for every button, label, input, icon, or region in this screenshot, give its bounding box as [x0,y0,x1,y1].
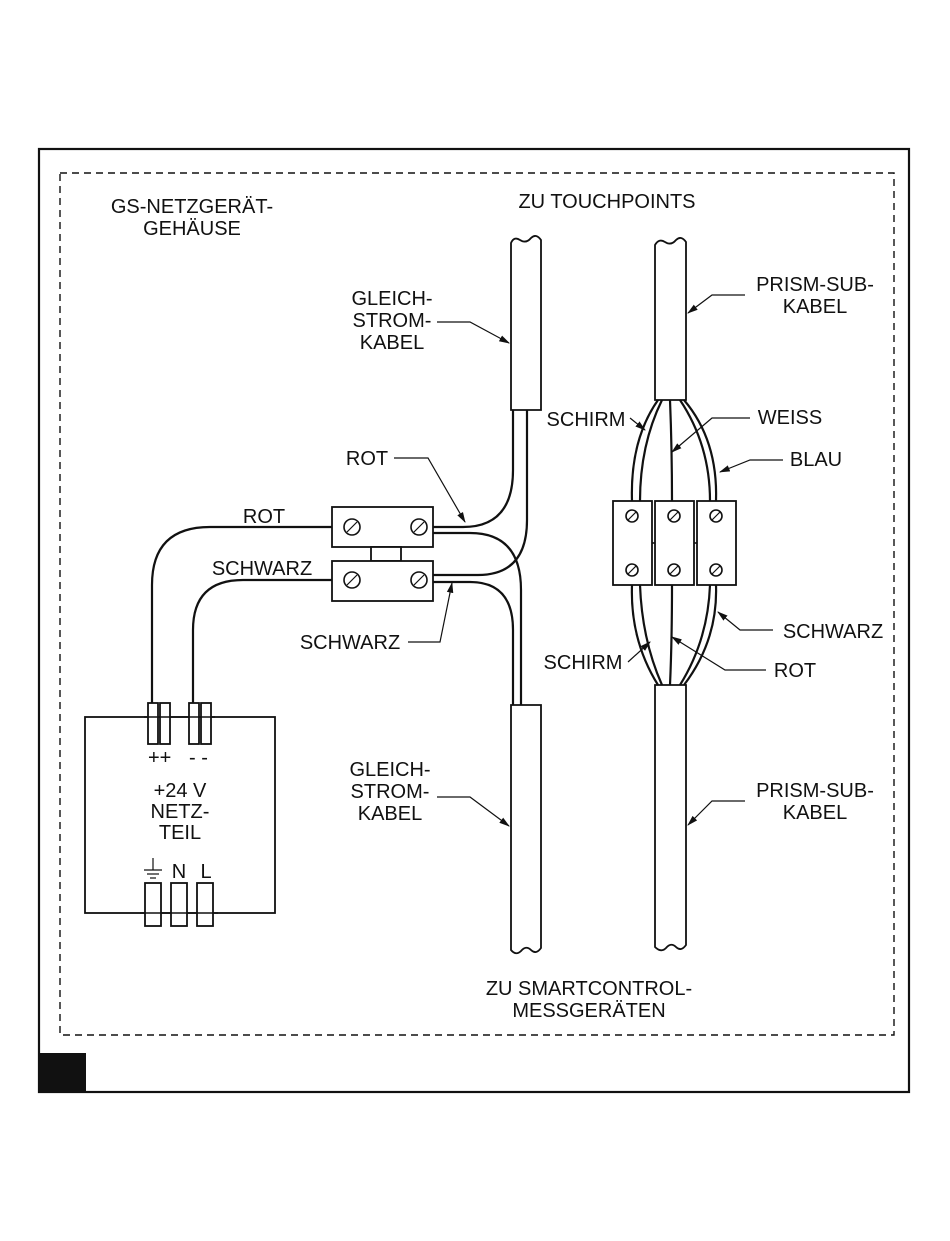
to-smartcontrol-label-2: MESSGERÄTEN [512,1000,665,1022]
prism-cable-bottom [655,685,686,950]
arrow-icon [672,418,750,452]
to-touchpoints-label: ZU TOUCHPOINTS [518,191,695,213]
psu-plus-label: ++ [148,747,171,769]
dc-cable-top-label-2: STROM- [353,310,432,332]
psu-minus-label: - - [189,747,208,769]
psu-name-2: TEIL [159,822,201,844]
arrow-icon [437,797,509,826]
weiss-label: WEISS [758,407,822,429]
rot-wire-label: ROT [243,506,285,528]
wire-red-to-bottom-cable [433,533,521,705]
power-supply: ++ - - +24 V NETZ- TEIL N L [85,703,275,926]
schwarz-callout-label: SCHWARZ [300,632,400,654]
wire-red-to-top-cable [433,410,513,527]
psu-terminal-n [171,883,187,926]
to-smartcontrol-label-1: ZU SMARTCONTROL- [486,978,692,1000]
psu-voltage: +24 V [154,780,207,802]
wire-red-psu [152,527,332,703]
schirm-bottom-label: SCHIRM [544,652,623,674]
psu-terminal-minus-1 [189,703,199,744]
prism-bottom-label-2: KABEL [783,802,847,824]
arrow-icon [688,801,745,825]
psu-terminal-minus-2 [201,703,211,744]
splice-block-right [697,501,736,585]
prism-bottom-label-1: PRISM-SUB- [756,780,874,802]
arrow-icon [718,612,773,630]
housing-label-1: GS-NETZGERÄT- [111,196,273,218]
arrow-icon [630,418,645,430]
blau-label: BLAU [790,449,842,471]
connector-block-red [332,507,433,547]
prism-top-label-2: KABEL [783,296,847,318]
dc-cable-bottom-label-2: STROM- [351,781,430,803]
terminal-l-label: L [200,861,211,883]
dc-cable-top-label-3: KABEL [360,332,424,354]
arrow-icon [437,322,509,343]
arrow-icon [720,460,783,472]
connector-block-black [332,561,433,601]
schirm-top-label: SCHIRM [547,409,626,431]
psu-terminal-ground [145,883,161,926]
housing-label-2: GEHÄUSE [143,218,241,240]
psu-terminal-plus-2 [160,703,170,744]
dc-cable-top [511,236,541,410]
arrow-icon [672,637,766,670]
dc-cable-top-label-1: GLEICH- [351,288,432,310]
schwarz-wire-label: SCHWARZ [212,558,312,580]
arrow-icon [688,295,745,313]
dc-cable-bottom-label-3: KABEL [358,803,422,825]
schwarz-right-label: SCHWARZ [783,621,883,643]
dc-cable-bottom [511,705,541,953]
prism-cable-top [655,238,686,400]
dc-cable-bottom-label-1: GLEICH- [349,759,430,781]
rot-callout-label: ROT [346,448,388,470]
psu-terminal-l [197,883,213,926]
splice-block-middle [655,501,694,585]
wire-black-to-bottom-cable [433,582,513,705]
splice-block-left [613,501,652,585]
corner-tab [39,1053,86,1092]
psu-name-1: NETZ- [151,801,210,823]
prism-top-label-1: PRISM-SUB- [756,274,874,296]
connector-bridge [371,547,401,561]
terminal-n-label: N [172,861,186,883]
rot-right-label: ROT [774,660,816,682]
psu-terminal-plus-1 [148,703,158,744]
